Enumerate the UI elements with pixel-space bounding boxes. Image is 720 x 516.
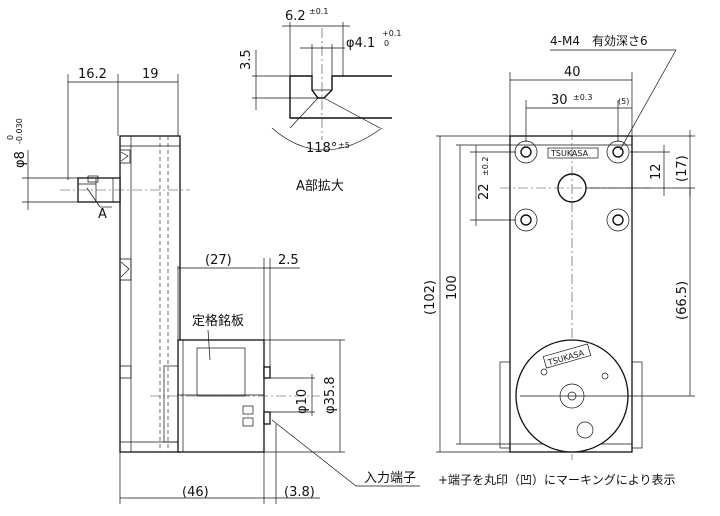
- dim-bore-diameter: φ4.1: [346, 36, 375, 51]
- tol-bore-lower: 0: [384, 39, 389, 48]
- tol-flat-width: ±0.1: [309, 7, 328, 16]
- dim-motor-diameter: φ35.8: [323, 376, 338, 414]
- dim-flat-width: 6.2: [285, 9, 306, 24]
- tol-shaft-lower: -0.030: [15, 118, 24, 144]
- gearbox-body: [119, 135, 181, 453]
- tol-hole-pitch: ±0.3: [573, 93, 592, 102]
- front-view: TSUKASA TSUKASA 40 30 ±0.3 (5): [423, 33, 695, 460]
- terminal-top: [263, 366, 271, 379]
- label-nameplate: 定格銘板: [192, 313, 244, 329]
- dim-motor-length: (27): [205, 253, 232, 268]
- dim-motor-offset: (66.5): [675, 281, 690, 320]
- terminal-bottom: [263, 411, 271, 425]
- side-view: 16.2 19 φ8 0 -0.030 A (27) 2.5 定格銘板 φ10 …: [6, 67, 420, 504]
- dim-shaft-offset: 12: [649, 163, 664, 180]
- tol-hole-vpitch: ±0.2: [481, 157, 490, 176]
- dim-bore-depth: 3.5: [239, 49, 254, 70]
- dim-height-ref: (102): [423, 280, 438, 315]
- dim-cone-angle: 118°: [306, 141, 337, 156]
- detail-a-view: 6.2 ±0.1 φ4.1 +0.1 0 3.5 118° ±5 A部拡大: [239, 7, 401, 194]
- dim-total-length: (46): [182, 485, 209, 500]
- dim-edge-offset: (5): [618, 97, 629, 106]
- detail-a-caption: A部拡大: [296, 179, 344, 194]
- dim-hole-pitch: 30: [551, 93, 568, 108]
- dim-terminal-length: (3.8): [284, 485, 315, 500]
- detail-marker-a: A: [98, 207, 107, 222]
- dim-shaft-length: 16.2: [78, 67, 107, 82]
- tol-cone-angle: ±5: [338, 141, 350, 150]
- dim-flange: 19: [142, 67, 159, 82]
- dim-shaft-offset-ref: (17): [675, 155, 690, 182]
- plate-brand-text: TSUKASA: [550, 149, 589, 158]
- label-mounting-holes: 4-M4 有効深さ6: [550, 33, 648, 48]
- label-input-terminal: 入力端子: [364, 471, 416, 486]
- dim-terminal-offset: 2.5: [278, 253, 299, 268]
- dim-hole-vpitch: 22: [477, 183, 492, 200]
- dim-plate-width: 40: [564, 65, 581, 80]
- dim-shaft-diameter: φ8: [13, 151, 28, 168]
- dim-height: 100: [445, 275, 460, 300]
- dim-motor-diameter-small: φ10: [295, 389, 310, 414]
- tol-bore-upper: +0.1: [382, 29, 401, 38]
- footer-note: +端子を丸印（凹）にマーキングにより表示: [438, 473, 675, 487]
- tol-shaft-upper: 0: [6, 135, 15, 140]
